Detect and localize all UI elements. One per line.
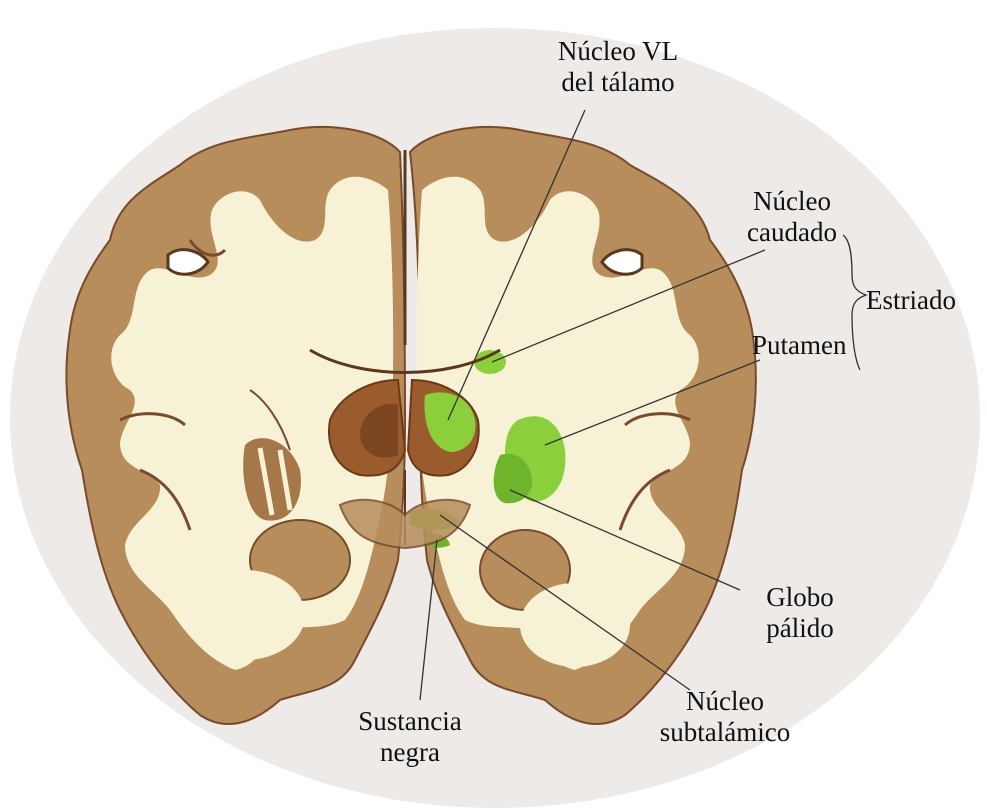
label-line: pálido [740,613,860,644]
label-subthalamic: Núcleo subtalámico [640,686,810,748]
label-putamen: Putamen [752,330,847,361]
label-line: Sustancia [335,706,485,737]
label-line: Núcleo VL [528,36,708,67]
right-temporal-white [520,583,630,667]
label-line: negra [335,737,485,768]
label-line: Globo [740,582,860,613]
caudate-highlight [474,350,506,374]
label-line: subtalámico [640,717,810,748]
label-line: Núcleo [640,686,810,717]
label-striatum: Estriado [866,285,956,316]
left-temporal-white [185,570,305,660]
label-line: caudado [727,217,857,248]
label-vl-thalamus: Núcleo VL del tálamo [528,36,708,98]
label-line: del tálamo [528,67,708,98]
label-caudate: Núcleo caudado [727,186,857,248]
label-line: Núcleo [727,186,857,217]
label-globus-pallidus: Globo pálido [740,582,860,644]
label-substantia-nigra: Sustancia negra [335,706,485,768]
